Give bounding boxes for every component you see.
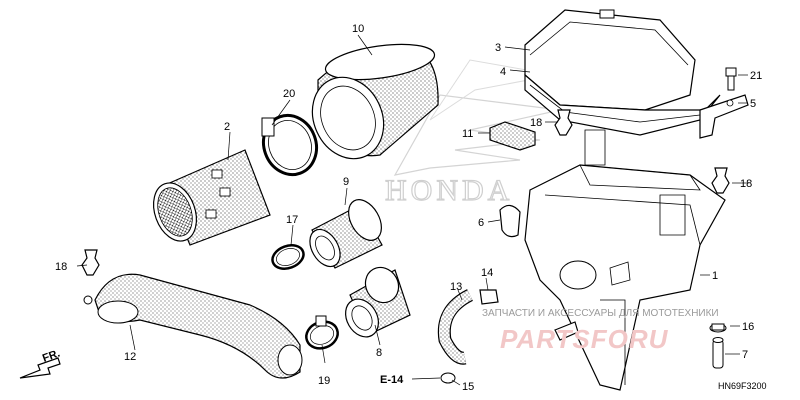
- callout-13: 13: [450, 281, 462, 293]
- callout-11: 11: [462, 128, 473, 140]
- bolt-21: [725, 67, 737, 91]
- leader-lines: [76, 34, 748, 386]
- watermark-caption: ЗАПЧАСТИ И АКСЕССУАРЫ ДЛЯ МОТОТЕХНИКИ: [482, 308, 719, 319]
- tube-clip-15: [440, 372, 456, 384]
- hose-clamp-17: [271, 244, 305, 270]
- air-cleaner-boot-8: [345, 266, 411, 338]
- front-direction-arrow-icon: FR.: [19, 347, 62, 379]
- callout-19: 19: [318, 375, 330, 387]
- air-filter-element: [311, 43, 439, 160]
- foam-block-11: [489, 121, 536, 151]
- callout-15: 15: [462, 381, 474, 393]
- front-direction-label: FR.: [41, 347, 62, 364]
- watermark-logo: PARTSFORU: [500, 324, 669, 354]
- air-cleaner-case-1: [524, 129, 726, 391]
- grommet-18-c: [81, 249, 100, 276]
- plug-16: [709, 323, 727, 333]
- honda-watermark-text: HONDA: [385, 174, 513, 207]
- intake-duct-12: [83, 273, 303, 379]
- clip-6: [499, 204, 521, 238]
- callout-18-left: 18: [55, 261, 67, 273]
- callout-labels: 10 20 2 9 17 18 12 19 8 3 4 21 5 18 18 1…: [55, 23, 762, 393]
- honda-wing-watermark: HONDA: [384, 59, 561, 208]
- connecting-tube-9: [309, 199, 383, 269]
- grommet-18-a: [554, 109, 573, 136]
- callout-1: 1: [712, 270, 718, 282]
- callout-7: 7: [742, 349, 748, 361]
- air-cleaner-cover-3: [524, 9, 696, 111]
- callout-17: 17: [286, 214, 298, 226]
- spark-arrester-screen: [152, 149, 271, 246]
- callout-3: 3: [495, 42, 501, 54]
- callout-16: 16: [742, 321, 754, 333]
- callout-18-right: 18: [740, 178, 752, 190]
- callout-20: 20: [283, 88, 295, 100]
- callout-18-top: 18: [530, 117, 542, 129]
- tube-clip-14: [479, 289, 499, 305]
- callout-6: 6: [478, 217, 484, 229]
- callout-9: 9: [343, 176, 349, 188]
- grommet-18-b: [711, 167, 730, 194]
- drain-plug-7: [712, 337, 724, 369]
- callout-8: 8: [376, 347, 382, 359]
- callout-5: 5: [750, 98, 756, 110]
- callout-12: 12: [124, 351, 136, 363]
- hose-clamp-20: [261, 113, 318, 177]
- bracket-5: [699, 94, 749, 139]
- callout-4: 4: [500, 66, 506, 78]
- drain-tube-13: [437, 289, 579, 365]
- reference-label: E-14: [380, 374, 404, 386]
- callout-21: 21: [750, 70, 762, 82]
- callout-2: 2: [224, 121, 230, 133]
- diagram-code: HN69F3200: [718, 381, 767, 391]
- callout-10: 10: [352, 23, 364, 35]
- callout-14: 14: [481, 267, 493, 279]
- hose-clamp-19: [305, 315, 339, 350]
